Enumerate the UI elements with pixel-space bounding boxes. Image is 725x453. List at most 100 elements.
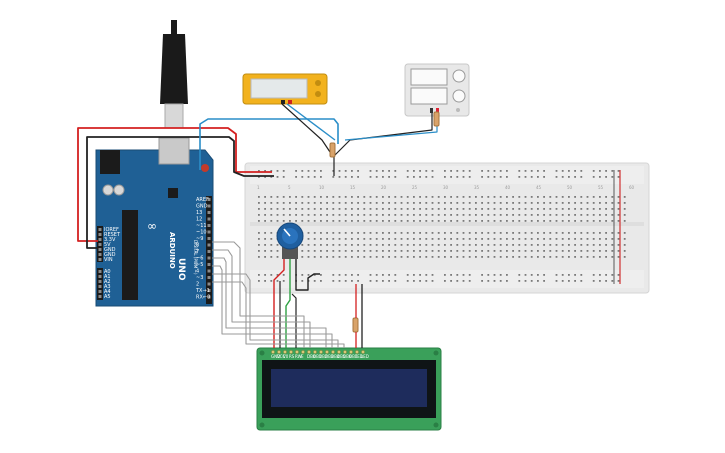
breadboard-hole[interactable] xyxy=(425,274,428,276)
reset-button-icon[interactable] xyxy=(201,164,209,172)
breadboard-hole[interactable] xyxy=(332,220,335,222)
breadboard-hole[interactable] xyxy=(400,208,403,210)
breadboard-hole[interactable] xyxy=(475,232,477,234)
breadboard-hole[interactable] xyxy=(493,214,496,216)
breadboard-hole[interactable] xyxy=(456,220,459,222)
breadboard-hole[interactable] xyxy=(475,256,477,258)
breadboard-hole[interactable] xyxy=(568,196,570,198)
breadboard-hole[interactable] xyxy=(518,238,521,240)
breadboard-hole[interactable] xyxy=(382,244,384,246)
breadboard-hole[interactable] xyxy=(512,220,514,222)
breadboard-hole[interactable] xyxy=(419,202,421,204)
breadboard-hole[interactable] xyxy=(605,250,607,252)
breadboard-hole[interactable] xyxy=(394,238,397,240)
breadboard-hole[interactable] xyxy=(301,202,304,204)
breadboard-hole[interactable] xyxy=(282,214,285,216)
breadboard-hole[interactable] xyxy=(549,250,552,252)
breadboard-hole[interactable] xyxy=(499,232,502,234)
breadboard-hole[interactable] xyxy=(394,232,397,234)
breadboard-hole[interactable] xyxy=(307,202,310,204)
breadboard-hole[interactable] xyxy=(487,196,490,198)
breadboard-hole[interactable] xyxy=(611,176,614,178)
breadboard-hole[interactable] xyxy=(530,250,533,252)
breadboard-hole[interactable] xyxy=(592,214,595,216)
breadboard-hole[interactable] xyxy=(431,196,434,198)
breadboard-hole[interactable] xyxy=(425,280,428,282)
breadboard-hole[interactable] xyxy=(537,232,539,234)
breadboard-hole[interactable] xyxy=(258,280,260,282)
breadboard-hole[interactable] xyxy=(574,196,576,198)
breadboard-hole[interactable] xyxy=(301,214,304,216)
breadboard-hole[interactable] xyxy=(276,220,279,222)
breadboard-hole[interactable] xyxy=(413,244,415,246)
breadboard-hole[interactable] xyxy=(561,280,564,282)
breadboard-hole[interactable] xyxy=(295,170,297,172)
breadboard-hole[interactable] xyxy=(444,170,446,172)
breadboard-hole[interactable] xyxy=(282,274,285,276)
breadboard-hole[interactable] xyxy=(623,250,626,252)
breadboard-hole[interactable] xyxy=(413,196,415,198)
breadboard-hole[interactable] xyxy=(444,208,446,210)
breadboard-hole[interactable] xyxy=(512,244,514,246)
breadboard-hole[interactable] xyxy=(481,170,483,172)
breadboard-hole[interactable] xyxy=(468,176,471,178)
breadboard-hole[interactable] xyxy=(543,280,545,282)
breadboard-hole[interactable] xyxy=(406,232,409,234)
breadboard-hole[interactable] xyxy=(369,250,372,252)
breadboard-hole[interactable] xyxy=(326,196,328,198)
breadboard-hole[interactable] xyxy=(481,274,483,276)
breadboard-hole[interactable] xyxy=(375,170,378,172)
breadboard-hole[interactable] xyxy=(388,202,390,204)
breadboard-hole[interactable] xyxy=(351,274,353,276)
breadboard-hole[interactable] xyxy=(475,208,477,210)
breadboard-hole[interactable] xyxy=(406,244,409,246)
breadboard-hole[interactable] xyxy=(320,176,322,178)
breadboard-hole[interactable] xyxy=(320,220,322,222)
breadboard-hole[interactable] xyxy=(357,202,359,204)
breadboard-hole[interactable] xyxy=(512,232,514,234)
breadboard-hole[interactable] xyxy=(549,256,552,258)
breadboard-hole[interactable] xyxy=(450,274,452,276)
breadboard-hole[interactable] xyxy=(419,220,421,222)
breadboard-hole[interactable] xyxy=(444,220,446,222)
breadboard-hole[interactable] xyxy=(487,208,490,210)
breadboard-hole[interactable] xyxy=(369,280,372,282)
breadboard-hole[interactable] xyxy=(456,196,459,198)
breadboard-hole[interactable] xyxy=(506,196,508,198)
power-pin[interactable] xyxy=(98,228,102,231)
breadboard-hole[interactable] xyxy=(487,274,490,276)
breadboard-hole[interactable] xyxy=(506,208,508,210)
breadboard-hole[interactable] xyxy=(351,196,353,198)
multimeter-probe-black[interactable] xyxy=(281,100,285,104)
breadboard-hole[interactable] xyxy=(394,214,397,216)
breadboard-hole[interactable] xyxy=(282,170,285,172)
breadboard-hole[interactable] xyxy=(543,244,545,246)
breadboard-hole[interactable] xyxy=(258,220,260,222)
lcd-pin[interactable] xyxy=(289,350,293,354)
lcd-pin[interactable] xyxy=(331,350,335,354)
breadboard-hole[interactable] xyxy=(344,244,347,246)
breadboard-hole[interactable] xyxy=(549,208,552,210)
breadboard-hole[interactable] xyxy=(555,250,558,252)
breadboard-hole[interactable] xyxy=(425,256,428,258)
wire-pot-v0-green[interactable] xyxy=(285,259,291,348)
breadboard-hole[interactable] xyxy=(338,232,341,234)
breadboard-hole[interactable] xyxy=(258,244,260,246)
breadboard-hole[interactable] xyxy=(413,176,415,178)
breadboard-hole[interactable] xyxy=(400,196,403,198)
breadboard-hole[interactable] xyxy=(611,238,614,240)
breadboard-hole[interactable] xyxy=(561,220,564,222)
breadboard-hole[interactable] xyxy=(537,170,539,172)
multimeter-probe-red[interactable] xyxy=(288,100,292,104)
breadboard-hole[interactable] xyxy=(388,280,390,282)
voltage-knob-icon[interactable] xyxy=(452,69,466,83)
breadboard-hole[interactable] xyxy=(406,280,409,282)
breadboard-hole[interactable] xyxy=(611,196,614,198)
breadboard-hole[interactable] xyxy=(375,202,378,204)
breadboard-hole[interactable] xyxy=(425,176,428,178)
breadboard-hole[interactable] xyxy=(611,220,614,222)
breadboard-hole[interactable] xyxy=(332,244,335,246)
breadboard-hole[interactable] xyxy=(270,220,273,222)
breadboard-hole[interactable] xyxy=(586,196,589,198)
breadboard-hole[interactable] xyxy=(530,170,533,172)
